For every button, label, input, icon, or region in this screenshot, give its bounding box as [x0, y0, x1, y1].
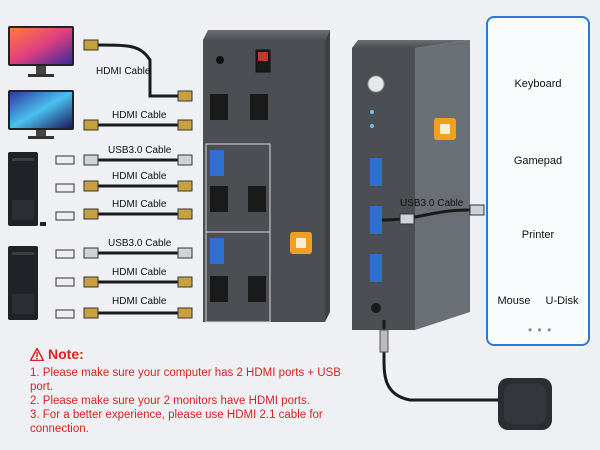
pc-ports [55, 155, 75, 319]
device-label-keyboard: Keyboard [514, 78, 562, 90]
label-hdmi-cable-3: HDMI Cable [112, 171, 167, 182]
label-hdmi-cable-2: HDMI Cable [112, 110, 167, 121]
kvm-switch-front [203, 30, 330, 323]
devices-panel [486, 16, 590, 346]
monitor-1 [8, 26, 74, 77]
note-line-2: 2. Please make sure your 2 monitors have… [30, 395, 310, 407]
label-hdmi-cable-6: HDMI Cable [112, 296, 167, 307]
note-title: Note: [48, 346, 84, 362]
cable-connectors [83, 39, 193, 319]
label-hdmi-cable-5: HDMI Cable [112, 267, 167, 278]
pc-tower-1 [8, 152, 46, 226]
more-devices-indicator: • • • [528, 323, 553, 337]
kvm-switch-back [352, 40, 470, 330]
label-hdmi-cable-4: HDMI Cable [112, 199, 167, 210]
cables [95, 43, 185, 315]
label-usb-cable-2: USB3.0 Cable [108, 238, 172, 249]
label-hdmi-cable-1: HDMI Cable [96, 66, 151, 77]
monitor-2 [8, 90, 74, 139]
device-label-gamepad: Gamepad [513, 155, 563, 167]
device-label-mouse: Mouse [497, 295, 531, 307]
note-title-row: Note: [30, 346, 360, 362]
device-label-udisk: U-Disk [545, 295, 579, 307]
usb-cable-right [381, 204, 485, 225]
label-usb-cable-right: USB3.0 Cable [400, 198, 464, 209]
pc-tower-2 [8, 246, 38, 320]
label-usb-cable-1: USB3.0 Cable [108, 145, 172, 156]
wired-remote [379, 320, 552, 430]
warning-icon [30, 347, 44, 361]
note-section: Note: 1. Please make sure your computer … [30, 346, 360, 436]
device-label-printer: Printer [521, 229, 555, 241]
note-line-1: 1. Please make sure your computer has 2 … [30, 367, 341, 393]
note-line-3: 3. For a better experience, please use H… [30, 409, 323, 435]
